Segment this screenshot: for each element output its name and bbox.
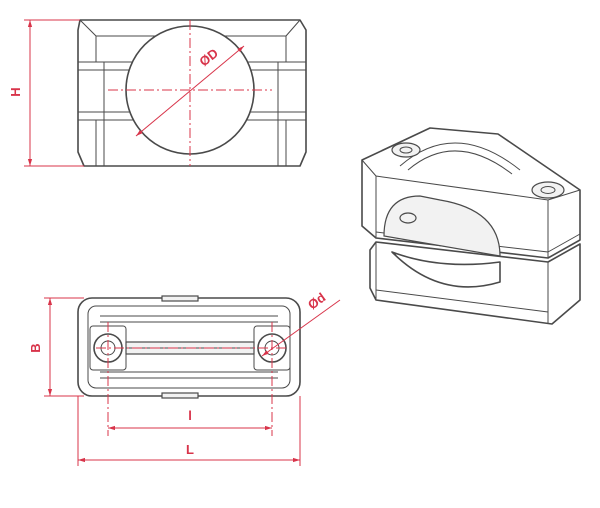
height-label: H bbox=[8, 87, 23, 96]
isometric-view bbox=[361, 127, 581, 325]
top-view: Ød B l L bbox=[28, 290, 341, 466]
front-view: ØD H bbox=[8, 19, 307, 167]
inner-length-label: l bbox=[188, 408, 192, 423]
width-label: B bbox=[28, 343, 43, 352]
length-label: L bbox=[186, 442, 194, 457]
diameter-small-label: Ød bbox=[305, 290, 328, 313]
